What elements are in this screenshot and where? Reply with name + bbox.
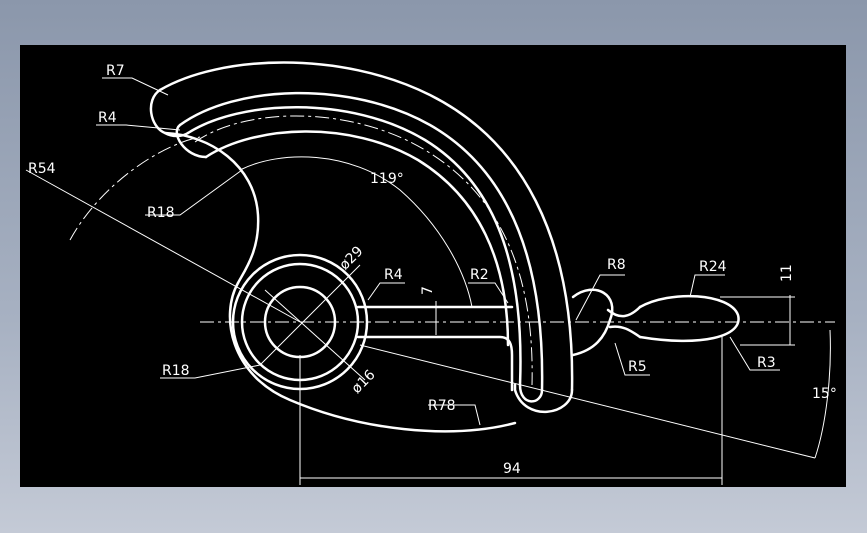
dia16-leader	[264, 289, 366, 381]
band-inner-arc	[186, 106, 522, 387]
handle-neck-lower	[608, 325, 642, 339]
r54-arc	[69, 136, 201, 241]
label-r3: R3	[757, 355, 776, 371]
label-r54: R54	[28, 161, 56, 177]
handle-lobe	[638, 294, 740, 343]
part-outline	[149, 61, 740, 433]
angle-119-arc	[239, 156, 473, 308]
r18-concave-edge	[163, 131, 260, 285]
angle-15-arc	[814, 329, 831, 459]
label-r5: R5	[628, 359, 647, 375]
handle-ball	[571, 288, 614, 357]
r54-leader	[25, 169, 301, 323]
label-r18-lower: R18	[162, 363, 190, 379]
band-left-inner-end	[175, 123, 208, 159]
label-r78: R78	[428, 398, 456, 414]
r7-leader	[102, 77, 169, 96]
r5-leader	[614, 342, 650, 376]
band-bottom-end	[513, 383, 574, 414]
label-r18-upper: R18	[147, 205, 175, 221]
label-dim7: 7	[420, 286, 436, 295]
cad-drawing-canvas: R7 R4 R54 R18 119° ø29 R4 7 R2 R8 R24 11…	[20, 45, 846, 487]
r78-leader	[428, 404, 481, 426]
label-r24: R24	[699, 259, 727, 275]
label-dim94: 94	[503, 461, 521, 477]
dia29-leader	[259, 264, 361, 366]
angle-15-line	[359, 344, 816, 459]
r78-bottom-arc	[228, 281, 517, 433]
label-dia16: ø16	[349, 367, 379, 397]
label-dim11: 11	[779, 264, 795, 282]
arm-bottom-edge	[356, 335, 514, 392]
cad-drawing: R7 R4 R54 R18 119° ø29 R4 7 R2 R8 R24 11…	[25, 61, 837, 485]
r18-lower-leader	[160, 364, 261, 379]
label-r2: R2	[470, 267, 489, 283]
label-r8: R8	[607, 257, 626, 273]
r18-upper-leader	[145, 169, 243, 216]
r24-leader	[689, 274, 725, 298]
band-outer-arc-2	[178, 91, 544, 392]
label-r4-top: R4	[98, 110, 117, 126]
band-outer-arc	[158, 61, 574, 392]
band-bottom-inner-end	[518, 383, 544, 403]
r8-leader	[575, 274, 625, 321]
label-angle-15: 15°	[812, 386, 837, 402]
label-angle-119: 119°	[370, 171, 404, 187]
label-r4-mid: R4	[384, 267, 403, 283]
r4-top-leader	[96, 124, 181, 131]
r3-leader	[729, 336, 780, 371]
band-inner-arc-2	[204, 130, 510, 347]
r2-leader	[468, 282, 509, 304]
handle-neck	[606, 305, 642, 318]
dimension-lines	[25, 77, 831, 485]
label-r7: R7	[106, 63, 125, 79]
r4-mid-leader	[367, 282, 405, 301]
centre-lines	[69, 115, 835, 386]
